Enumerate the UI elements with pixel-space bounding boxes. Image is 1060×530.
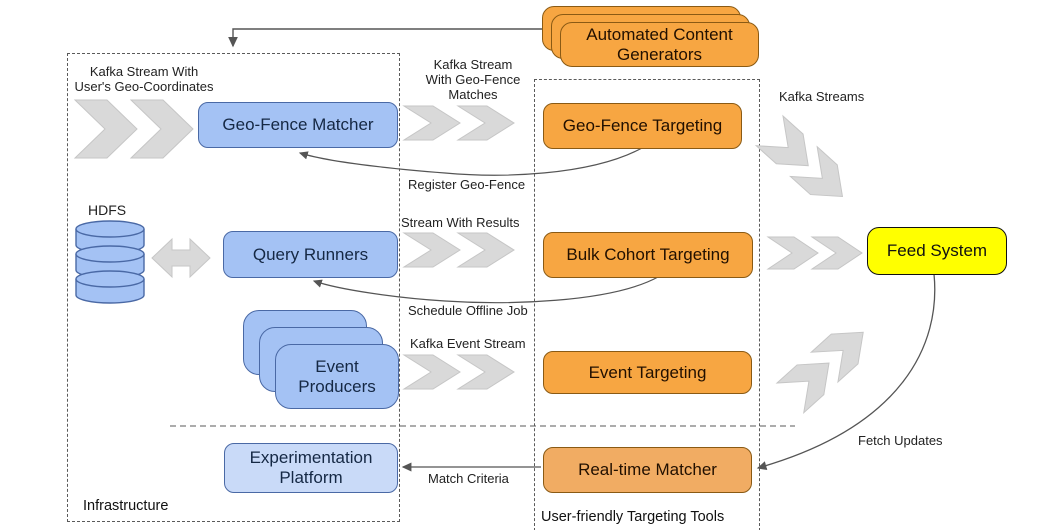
stream-with-results-label: Stream With Results (401, 215, 520, 230)
query-runners-node: Query Runners (223, 231, 398, 278)
infrastructure-container (67, 53, 400, 522)
real-time-matcher-node: Real-time Matcher (543, 447, 752, 493)
kafka-streams-label: Kafka Streams (779, 89, 865, 104)
geo-fence-matcher-node: Geo-Fence Matcher (198, 102, 398, 148)
feed-system-node: Feed System (867, 227, 1007, 275)
double-arrow-hdfs-query (151, 237, 211, 279)
edge-fetch-updates (756, 273, 936, 471)
infrastructure-label: Infrastructure (83, 498, 169, 514)
geo-fence-targeting-node: Geo-Fence Targeting (543, 103, 742, 149)
experimentation-platform-node: Experimentation Platform (224, 443, 398, 493)
hdfs-label: HDFS (88, 202, 127, 218)
kafka-stream-user-geo-label: Kafka Stream With User's Geo-Coordinates (74, 64, 214, 94)
targeting-tools-label: User-friendly Targeting Tools (541, 509, 725, 525)
fetch-updates-label: Fetch Updates (858, 433, 943, 448)
schedule-offline-job-label: Schedule Offline Job (408, 303, 528, 318)
automated-content-generators-node: Automated Content Generators (560, 22, 759, 67)
targeting-tools-container (534, 79, 760, 530)
kafka-event-stream-label: Kafka Event Stream (410, 336, 526, 351)
edge-generators-to-infrastructure (228, 28, 545, 48)
bulk-cohort-targeting-node: Bulk Cohort Targeting (543, 232, 753, 278)
event-targeting-node: Event Targeting (543, 351, 752, 394)
register-geo-fence-label: Register Geo-Fence (408, 177, 526, 192)
chevron-arrows-geo-fence-matches (402, 105, 515, 141)
match-criteria-label: Match Criteria (428, 471, 509, 486)
chevron-arrows-to-feed-system (766, 236, 863, 270)
kafka-stream-geo-fence-matches-label: Kafka Stream With Geo-Fence Matches (425, 57, 521, 102)
edge-schedule-offline-job (312, 276, 659, 304)
event-producers-node: Event Producers (275, 344, 399, 409)
chevron-arrows-user-geo-stream (73, 99, 194, 159)
chevron-arrows-event-diagonal (775, 331, 864, 415)
chevron-arrows-kafka-event-stream (402, 354, 515, 390)
edge-register-geo-fence (298, 147, 643, 176)
chevron-arrows-stream-with-results (402, 232, 515, 268)
chevron-arrows-kafka-streams-diagonal (754, 114, 844, 197)
hdfs-database-icon (75, 220, 145, 304)
